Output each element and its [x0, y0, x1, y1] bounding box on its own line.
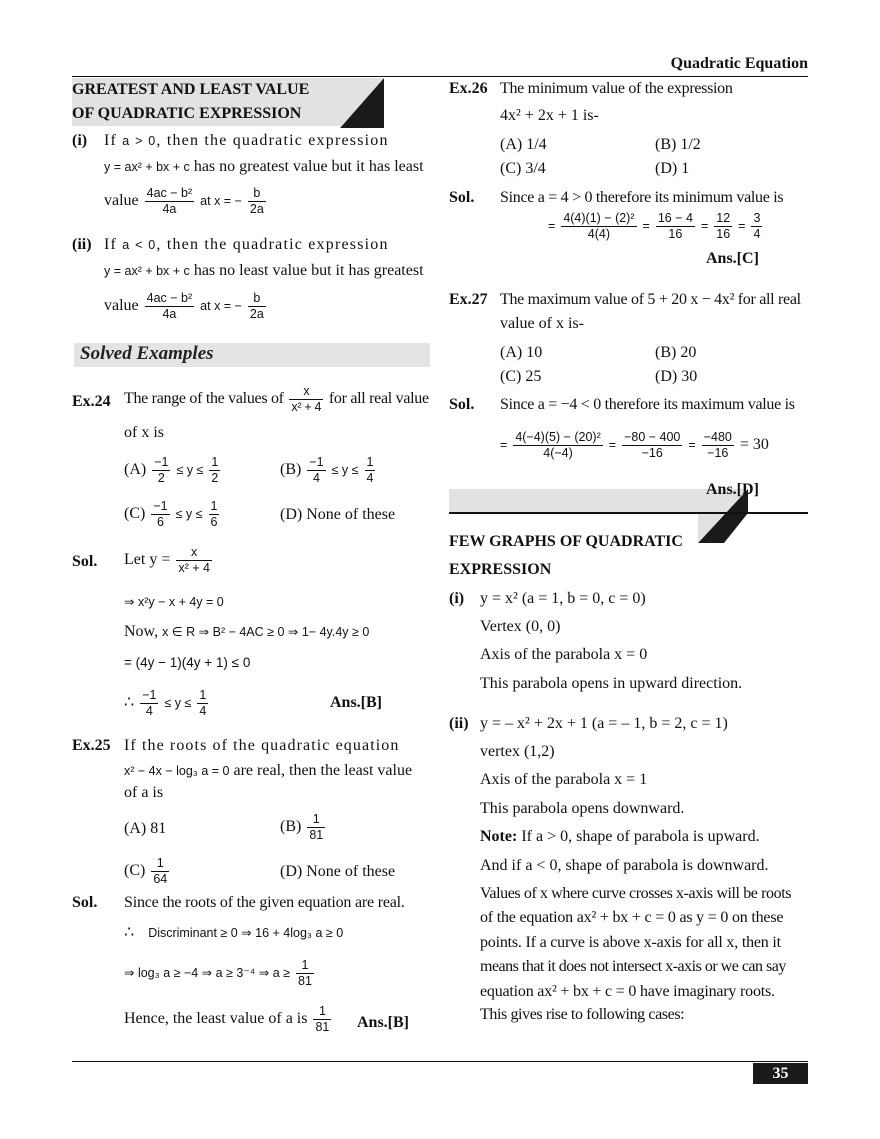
item-label: (ii)	[72, 236, 92, 253]
option-d: (D) 1	[655, 160, 690, 177]
option-d: (D) 30	[655, 368, 698, 385]
graph-line: Axis of the parabola x = 0	[480, 646, 648, 663]
solution-label: Sol.	[72, 894, 98, 911]
header-rule	[72, 76, 808, 77]
option-b: (B) 1/2	[655, 136, 701, 153]
graph-line: This parabola opens downward.	[480, 800, 685, 817]
graph-line: Axis of the parabola x = 1	[480, 771, 648, 788]
example-question: value of x is-	[500, 315, 584, 332]
answer: Ans.[C]	[706, 250, 759, 267]
example-label: Ex.25	[72, 737, 111, 754]
page-number: 35	[753, 1063, 808, 1084]
graph-line: vertex (1,2)	[480, 743, 555, 760]
solution-line: ⇒ x²y − x + 4y = 0	[124, 595, 224, 609]
item-text: If a > 0, then the quadratic expression	[104, 132, 389, 149]
page-header-title: Quadratic Equation	[670, 55, 808, 72]
section-rule	[449, 512, 808, 514]
paragraph-line: equation ax² + bx + c = 0 have imaginary…	[480, 983, 775, 1000]
example-question: The maximum value of 5 + 20 x − 4x² for …	[500, 291, 801, 308]
section-title-line1: FEW GRAPHS OF QUADRATIC	[449, 533, 683, 550]
example-question: of a is	[124, 784, 164, 801]
option-d: (D) None of these	[280, 863, 396, 880]
solution-line: = (4y − 1)(4y + 1) ≤ 0	[124, 655, 251, 670]
option-c: (C) 25	[500, 368, 542, 385]
solution-label: Sol.	[72, 553, 98, 570]
solution-line: ∴ Discriminant ≥ 0 ⇒ 16 + 4log₃ a ≥ 0	[124, 924, 344, 941]
paragraph-line: means that it does not intersect x-axis …	[480, 958, 786, 975]
section-heading-bg	[72, 78, 382, 126]
example-label: Ex.26	[449, 80, 488, 97]
example-question: of x is	[124, 424, 164, 441]
section-title-line2: EXPRESSION	[449, 561, 552, 578]
section-heading-triangle	[340, 78, 384, 128]
item-text: y = ax² + bx + c has no least value but …	[104, 262, 424, 279]
solution-line: Since the roots of the given equation ar…	[124, 894, 405, 911]
example-question: If the roots of the quadratic equation	[124, 737, 400, 754]
option-c: (C) 3/4	[500, 160, 546, 177]
answer: Ans.[B]	[330, 694, 383, 711]
example-label: Ex.27	[449, 291, 488, 308]
option-a: (A) 81	[124, 820, 167, 837]
item-label: (i)	[449, 590, 465, 607]
option-b: (B) 20	[655, 344, 697, 361]
example-label: Ex.24	[72, 393, 111, 410]
example-question: The minimum value of the expression	[500, 80, 733, 97]
item-label: (ii)	[449, 715, 469, 732]
footer-rule	[72, 1061, 808, 1062]
note-line: And if a < 0, shape of parabola is downw…	[480, 857, 769, 874]
note-line: Note: If a > 0, shape of parabola is upw…	[480, 828, 760, 845]
section-title-line2: OF QUADRATIC EXPRESSION	[72, 105, 302, 122]
example-question: x² − 4x − log₃ a = 0 are real, then the …	[124, 762, 413, 779]
item-text: y = ax² + bx + c has no greatest value b…	[104, 158, 424, 175]
graph-line: y = x² (a = 1, b = 0, c = 0)	[480, 590, 646, 607]
item-text: If a < 0, then the quadratic expression	[104, 236, 389, 253]
option-a: (A) 10	[500, 344, 543, 361]
solution-label: Sol.	[449, 189, 475, 206]
option-a: (A) 1/4	[500, 136, 547, 153]
solved-examples-title: Solved Examples	[80, 343, 214, 364]
solution-line: Since a = −4 < 0 therefore its maximum v…	[500, 396, 795, 413]
solved-examples-bar	[74, 343, 430, 367]
graph-line: Vertex (0, 0)	[480, 618, 561, 635]
graph-line: This parabola opens in upward direction.	[480, 675, 743, 692]
solution-line: Now, x ∈ R ⇒ B² − 4AC ≥ 0 ⇒ 1− 4y.4y ≥ 0	[124, 623, 370, 640]
solution-label: Sol.	[449, 396, 475, 413]
section-heading-triangle	[698, 489, 748, 543]
paragraph-line: of the equation ax² + bx + c = 0 as y = …	[480, 909, 784, 926]
option-d: (D) None of these	[280, 506, 396, 523]
graph-line: y = – x² + 2x + 1 (a = – 1, b = 2, c = 1…	[480, 715, 728, 732]
paragraph-line: Values of x where curve crosses x-axis w…	[480, 885, 792, 902]
example-question: 4x² + 2x + 1 is-	[500, 107, 599, 124]
answer: Ans.[D]	[706, 481, 759, 498]
paragraph-line: This gives rise to following cases:	[480, 1006, 685, 1023]
answer: Ans.[B]	[357, 1014, 410, 1031]
solution-line: Since a = 4 > 0 therefore its minimum va…	[500, 189, 784, 206]
section-heading-bg	[449, 489, 715, 513]
item-label: (i)	[72, 132, 88, 149]
section-title-line1: GREATEST AND LEAST VALUE	[72, 81, 310, 98]
paragraph-line: points. If a curve is above x-axis for a…	[480, 934, 781, 951]
